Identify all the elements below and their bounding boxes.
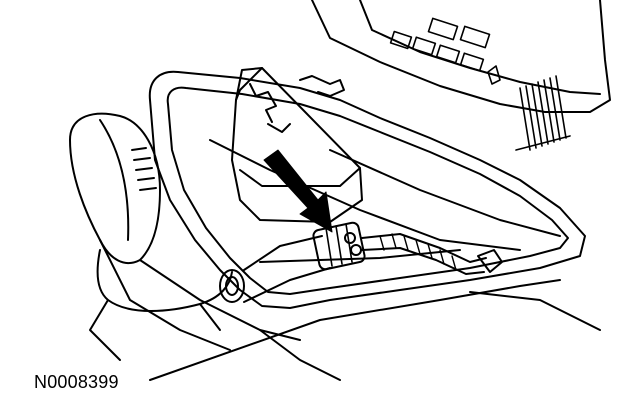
storage-box <box>231 67 363 223</box>
console-tray <box>148 70 586 309</box>
dash-vent-slats <box>515 75 571 151</box>
pointer-arrow <box>263 149 333 233</box>
power-point-connector <box>219 221 366 303</box>
gear-shift-knob <box>69 112 301 351</box>
dashboard-panel <box>311 0 611 151</box>
lower-floor-lines <box>149 279 601 381</box>
wire-harness <box>361 233 503 275</box>
figure-reference-label: N0008399 <box>34 372 119 392</box>
dash-vent-buttons <box>389 17 501 85</box>
